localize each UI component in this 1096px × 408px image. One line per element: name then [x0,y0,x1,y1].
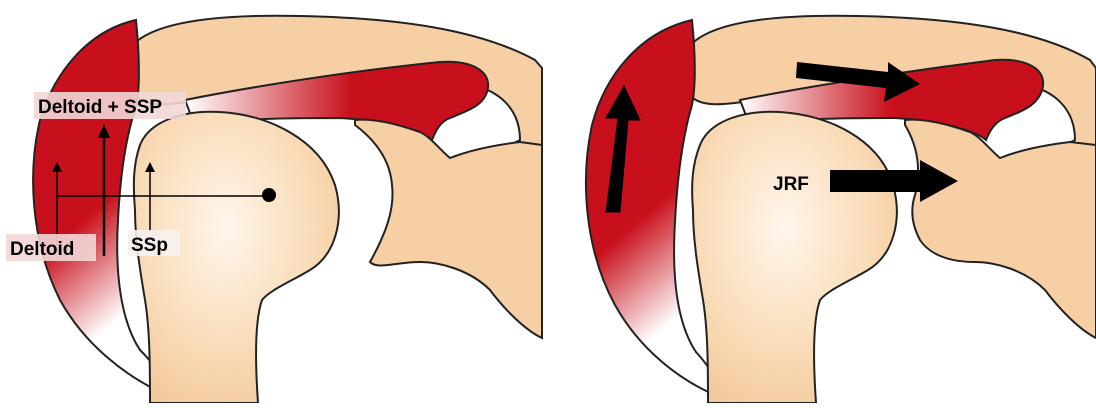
label-deltoid-group: Deltoid [6,234,96,261]
label-jrf: JRF [773,174,809,195]
label-ssp: SSp [131,235,168,256]
humerus-left [134,112,339,403]
left-panel [33,16,542,403]
center-of-rotation-dot [262,188,276,202]
label-deltoid: Deltoid [10,239,74,260]
label-ssp-group: SSp [128,230,180,256]
humerus-right [692,112,897,403]
glenoid-bone-left [355,120,542,338]
label-deltoid-ssp: Deltoid + SSP [38,97,162,118]
label-deltoid-ssp-group: Deltoid + SSP [34,92,186,119]
glenoid-bone-right [905,120,1096,338]
